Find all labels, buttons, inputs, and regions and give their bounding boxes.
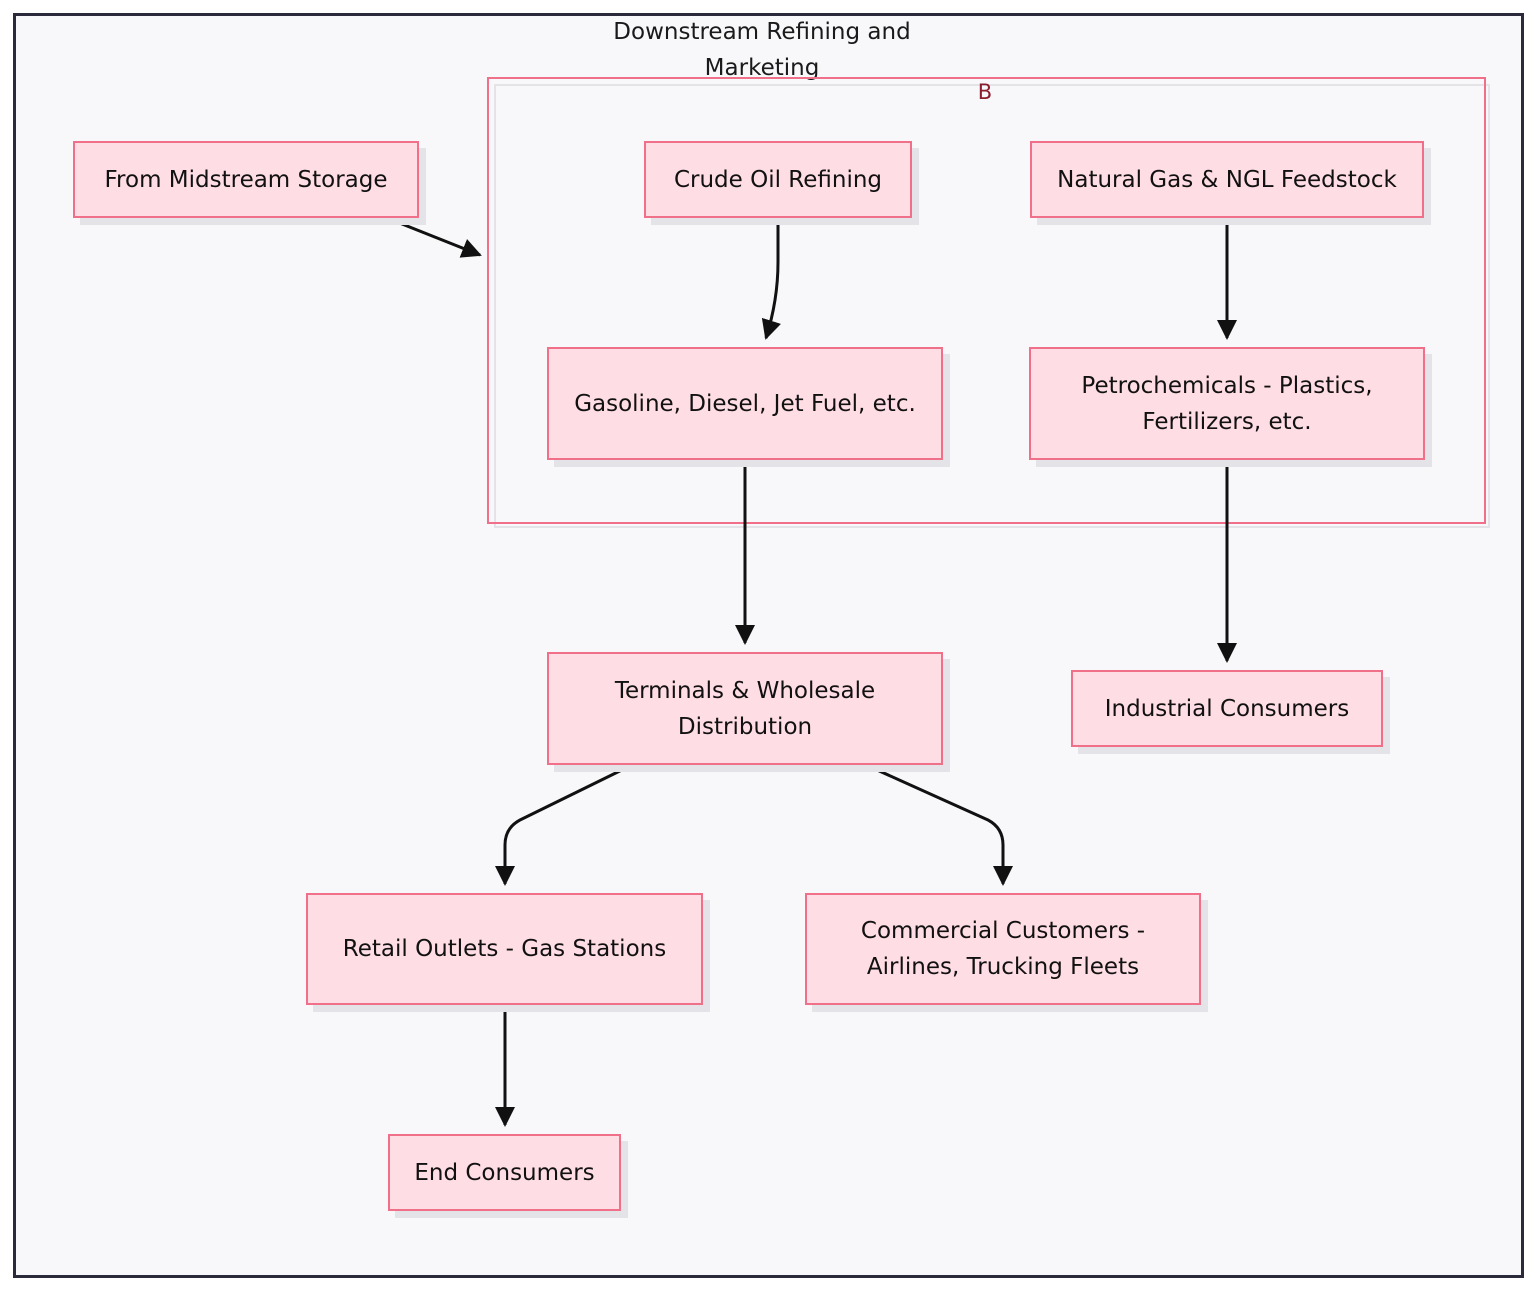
node-industrial-consumers: Industrial Consumers — [1071, 670, 1383, 747]
diagram-title: Downstream Refining and Marketing — [613, 19, 911, 81]
node-commercial-customers: Commercial Customers - Airlines, Truckin… — [805, 893, 1201, 1005]
subgraph-label: B — [977, 80, 993, 104]
node-crude-oil-refining: Crude Oil Refining — [644, 141, 912, 218]
node-retail-outlets: Retail Outlets - Gas Stations — [306, 893, 703, 1005]
node-natural-gas-ngl-feedstock: Natural Gas & NGL Feedstock — [1030, 141, 1424, 218]
subgraph-b — [487, 77, 1486, 524]
edge-crude-to-fuels — [761, 220, 781, 340]
edge-terminals-to-retail — [495, 763, 633, 886]
edge-terminals-to-commercial — [865, 763, 1013, 886]
node-petrochemicals: Petrochemicals - Plastics, Fertilizers, … — [1029, 347, 1425, 460]
subgraph-shadow — [494, 84, 1490, 528]
edge-midstream-to-refining — [391, 218, 482, 258]
diagram-canvas — [13, 13, 1524, 1278]
node-from-midstream-storage: From Midstream Storage — [73, 141, 419, 218]
node-end-consumers: End Consumers — [388, 1134, 621, 1211]
node-gasoline-diesel-jet-fuel: Gasoline, Diesel, Jet Fuel, etc. — [547, 347, 943, 460]
node-terminals-wholesale-distribution: Terminals & Wholesale Distribution — [547, 652, 943, 765]
